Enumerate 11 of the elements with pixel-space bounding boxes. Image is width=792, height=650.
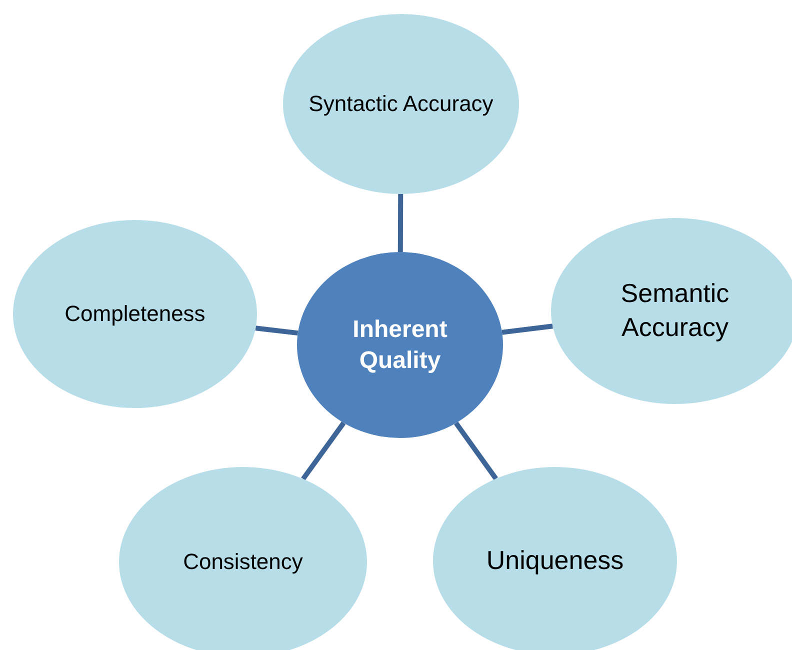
node-label: Uniqueness [486, 544, 624, 578]
connector-line [454, 422, 498, 480]
connector-line [301, 421, 346, 480]
node-label: Inherent Quality [352, 314, 448, 376]
node-label: Consistency [183, 548, 303, 576]
connector-line [255, 326, 298, 336]
connector-line [502, 324, 553, 335]
node-label: Completeness [64, 300, 206, 328]
connector-line [398, 194, 404, 252]
node-label: Semantic Accuracy [620, 277, 730, 344]
node-label: Syntactic Accuracy [308, 90, 494, 118]
